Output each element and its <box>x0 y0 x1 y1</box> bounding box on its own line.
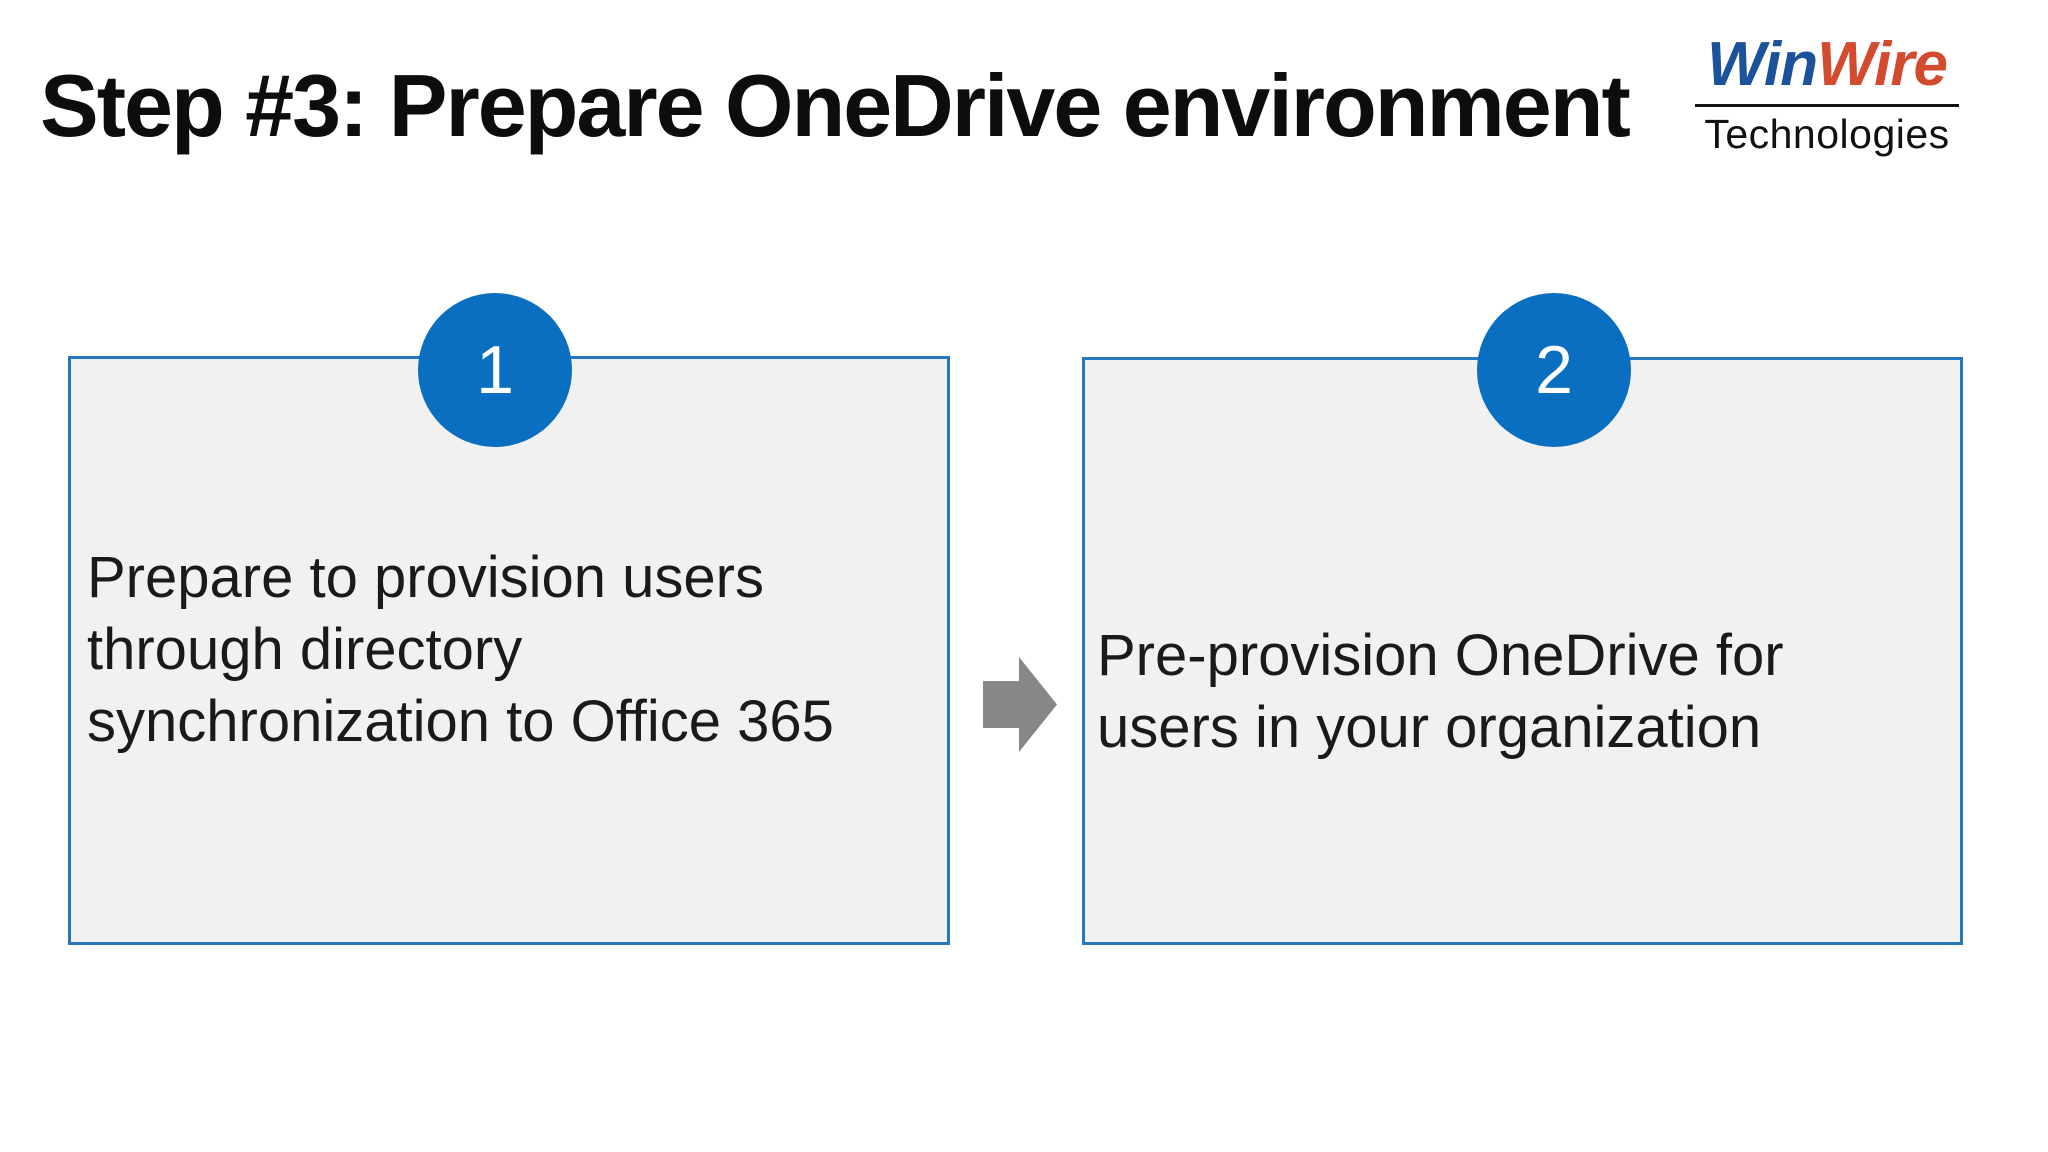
step-1-text: Prepare to provision users through direc… <box>87 545 834 754</box>
right-arrow-icon <box>983 657 1057 752</box>
step-1-number-badge: 1 <box>418 293 572 447</box>
logo-subtitle: Technologies <box>1704 111 1950 157</box>
winwire-logo: WinWire Technologies <box>1695 30 1959 156</box>
page-title: Step #3: Prepare OneDrive environment <box>40 56 1631 155</box>
step-card-2 <box>1082 357 1963 945</box>
step-1-number: 1 <box>476 332 514 408</box>
logo-divider <box>1695 104 1959 107</box>
right-arrow-shape <box>983 657 1057 752</box>
step-2-text: Pre-provision OneDrive for users in your… <box>1097 623 1784 760</box>
step-card-1 <box>68 356 950 945</box>
step-2-number-badge: 2 <box>1477 293 1631 447</box>
logo-win-text: Win <box>1707 30 1818 99</box>
step-2-number: 2 <box>1535 332 1573 408</box>
logo-wire-text: Wire <box>1817 30 1948 99</box>
winwire-wordmark: WinWire <box>1695 30 1959 100</box>
